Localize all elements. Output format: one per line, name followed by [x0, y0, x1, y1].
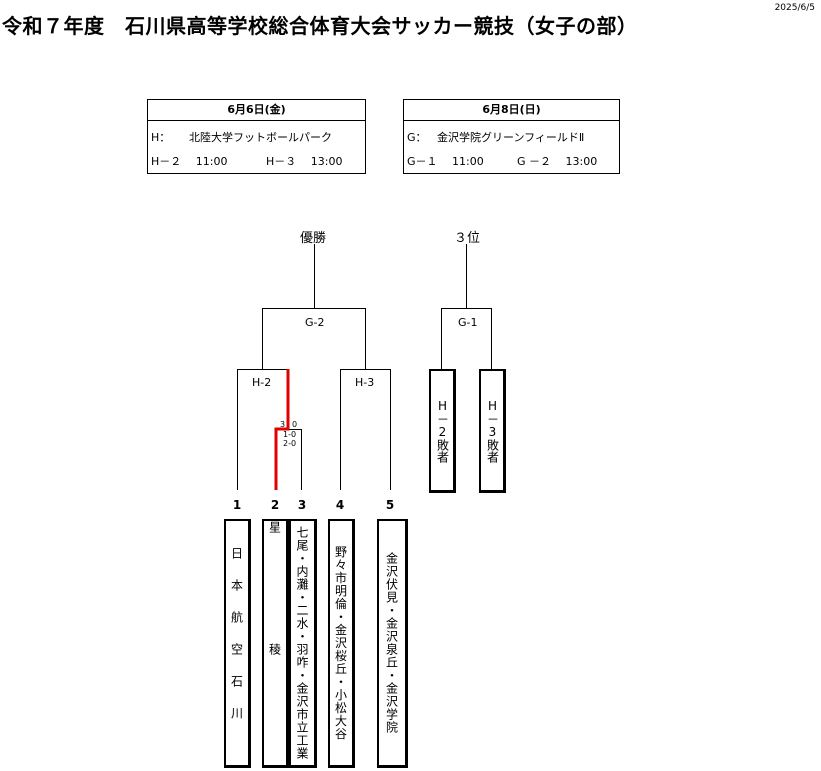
schedule-box-day1: 6月6日(金) H： 北陸大学フットボールパーク H－２ 11:00 H－３ 1… [147, 99, 366, 174]
team-box: 星稜 [262, 519, 289, 768]
venue-code: G： [407, 131, 427, 144]
venue-name: 金沢学院グリーンフィールドⅡ [437, 131, 585, 144]
team-box: 七尾・内灘・二水・羽咋・金沢市立工業 [289, 519, 317, 768]
team-box: 日本航空石川 [224, 519, 251, 768]
loser-label: H－3敗者 [485, 398, 500, 463]
semifinal-1-label: H-2 [252, 376, 272, 389]
bracket-black-lines [237, 244, 492, 490]
team-name: 野々市明倫・金沢桜丘・小松大谷 [333, 545, 348, 741]
seed-number: 1 [232, 498, 242, 512]
third-place-slot-1: H－2敗者 [429, 369, 456, 493]
venue-code: H： [151, 131, 171, 144]
match-time-1: G－１ 11:00 [407, 155, 484, 168]
team-box: 金沢伏見・金沢泉丘・金沢学院 [377, 519, 408, 768]
team-name: 七尾・内灘・二水・羽咋・金沢市立工業 [295, 526, 309, 760]
score-right: 0 [292, 420, 298, 429]
team-name: 日本航空石川 [229, 547, 244, 739]
score-period-1: 1-0 [283, 430, 297, 439]
loser-label: H－2敗者 [435, 398, 450, 463]
seed-number: 2 [270, 498, 280, 512]
team-name: 星稜 [267, 521, 282, 765]
publish-date: 2025/6/5 [774, 3, 815, 13]
final-match-label: G-2 [305, 316, 325, 329]
team-name: 金沢伏見・金沢泉丘・金沢学院 [384, 552, 399, 734]
schedule-day: 6月6日(金) [148, 100, 365, 121]
seed-number: 4 [335, 498, 345, 512]
seed-number: 3 [297, 498, 307, 512]
third-place-label: ３位 [454, 231, 481, 246]
schedule-day: 6月8日(日) [404, 100, 619, 121]
match-time-2: H－３ 13:00 [266, 155, 343, 168]
semifinal-2-label: H-3 [355, 376, 375, 389]
schedule-box-day2: 6月8日(日) G： 金沢学院グリーンフィールドⅡ G－１ 11:00 G －２… [403, 99, 620, 174]
third-place-slot-2: H－3敗者 [479, 369, 506, 493]
team-box: 野々市明倫・金沢桜丘・小松大谷 [328, 519, 355, 768]
winner-path-lines [274, 369, 290, 490]
match-time-2: G －２ 13:00 [517, 155, 598, 168]
score-period-2: 2-0 [283, 439, 297, 448]
page-title: 令和７年度 石川県高等学校総合体育大会サッカー競技（女子の部） [2, 14, 638, 38]
match-time-1: H－２ 11:00 [151, 155, 228, 168]
score-left: 3 [280, 420, 286, 429]
champion-label: 優勝 [300, 231, 327, 246]
third-match-label: G-1 [458, 316, 478, 329]
seed-number: 5 [385, 498, 395, 512]
venue-name: 北陸大学フットボールパーク [189, 131, 332, 144]
